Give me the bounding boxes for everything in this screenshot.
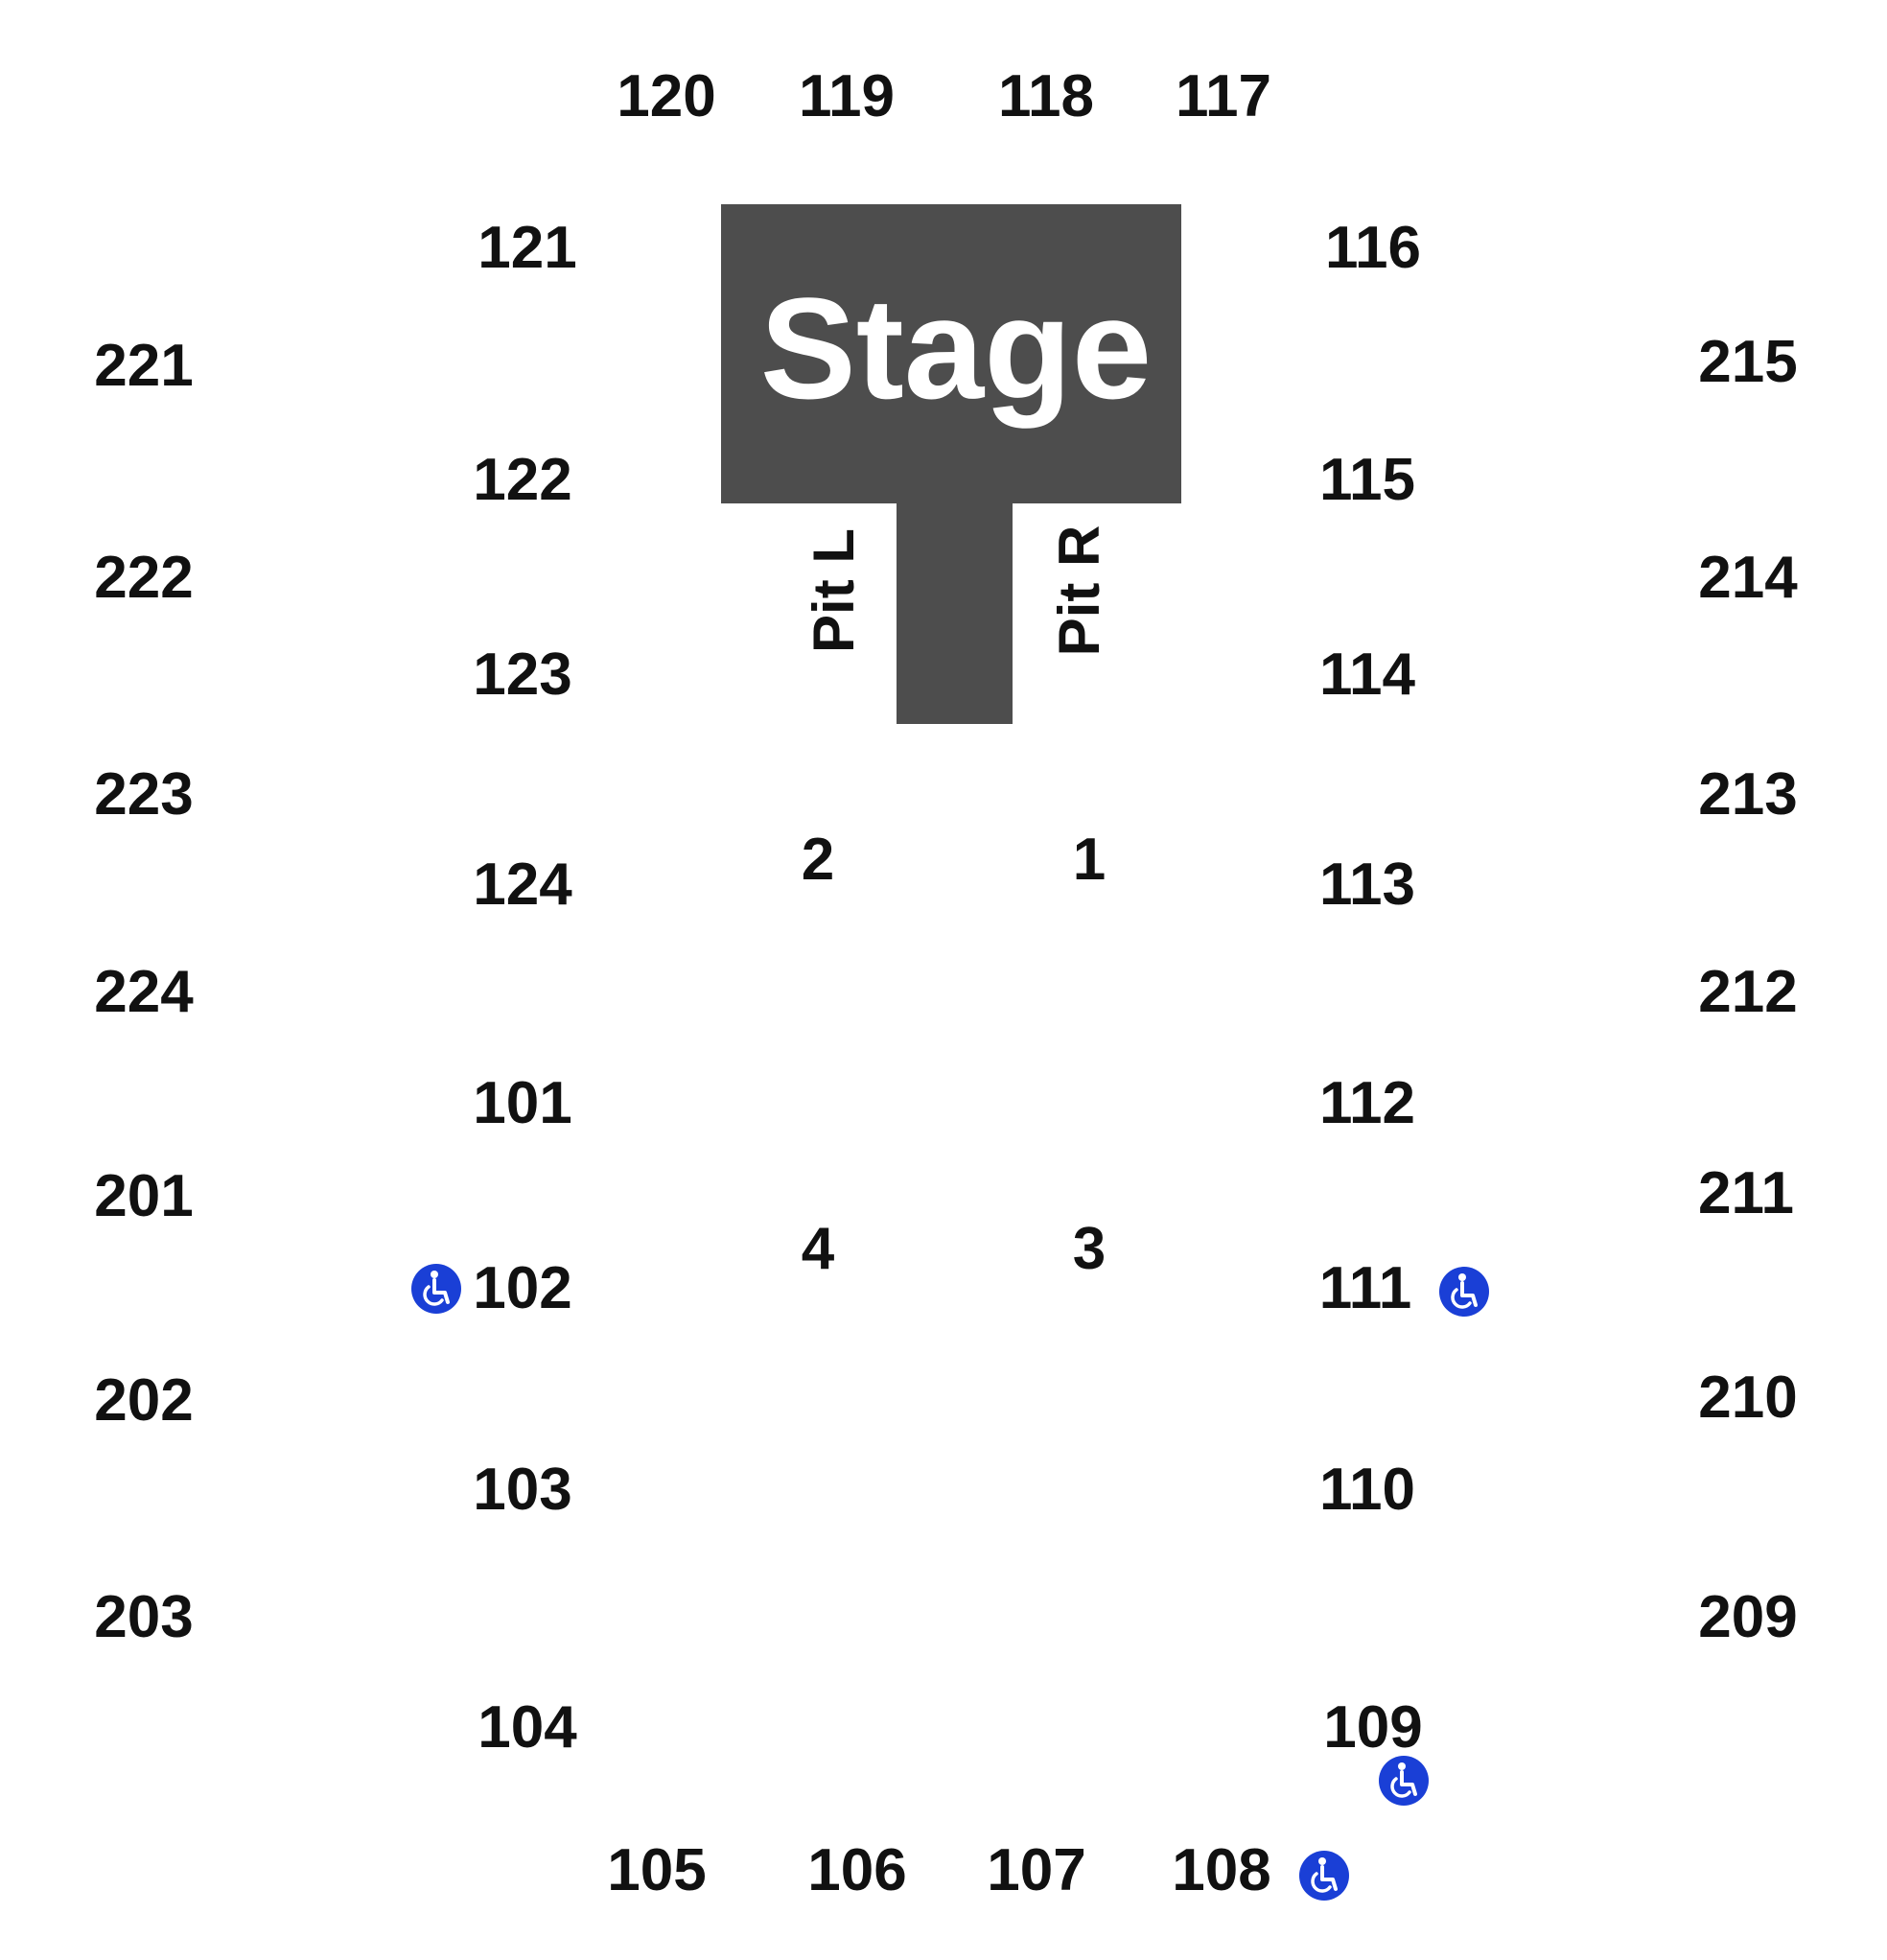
section-101[interactable]: 101 [473,1070,571,1136]
section-213[interactable]: 213 [1698,761,1797,828]
section-224[interactable]: 224 [94,959,194,1025]
stage-label: Stage [760,268,1152,429]
floor-section-2[interactable]: 2 [802,827,834,893]
section-202[interactable]: 202 [94,1367,193,1434]
pit-left-label[interactable]: Pit L [802,528,866,653]
section-115[interactable]: 115 [1319,447,1415,513]
section-212[interactable]: 212 [1698,959,1797,1025]
section-112[interactable]: 112 [1319,1070,1415,1136]
section-221[interactable]: 221 [94,333,193,399]
section-209[interactable]: 209 [1698,1584,1797,1650]
section-124[interactable]: 124 [473,852,572,918]
section-201[interactable]: 201 [94,1163,193,1229]
section-110[interactable]: 110 [1319,1457,1415,1523]
section-211[interactable]: 211 [1698,1160,1794,1226]
section-113[interactable]: 113 [1319,852,1415,918]
section-106[interactable]: 106 [807,1837,906,1903]
section-210[interactable]: 210 [1698,1365,1797,1431]
section-119[interactable]: 119 [799,63,895,129]
floor-section-3[interactable]: 3 [1073,1216,1106,1282]
section-203[interactable]: 203 [94,1584,193,1650]
section-108[interactable]: 108 [1172,1837,1270,1903]
section-114[interactable]: 114 [1319,642,1416,708]
wheelchair-icon [1437,1265,1491,1318]
section-102[interactable]: 102 [473,1255,571,1321]
wheelchair-icon [409,1262,463,1316]
section-107[interactable]: 107 [987,1837,1085,1903]
section-215[interactable]: 215 [1698,329,1797,395]
pit-right-label[interactable]: Pit R [1047,525,1111,657]
section-120[interactable]: 120 [617,63,715,129]
section-116[interactable]: 116 [1325,215,1421,281]
section-214[interactable]: 214 [1698,545,1798,611]
floor-section-1[interactable]: 1 [1073,827,1106,893]
wheelchair-icon [1377,1754,1431,1808]
section-109[interactable]: 109 [1323,1694,1422,1761]
section-223[interactable]: 223 [94,761,193,828]
section-118[interactable]: 118 [998,63,1094,129]
section-104[interactable]: 104 [478,1694,577,1761]
section-122[interactable]: 122 [473,447,571,513]
section-103[interactable]: 103 [473,1457,571,1523]
floor-section-4[interactable]: 4 [802,1216,835,1282]
section-105[interactable]: 105 [607,1837,706,1903]
section-111[interactable]: 111 [1319,1255,1412,1321]
wheelchair-icon [1297,1849,1351,1902]
section-121[interactable]: 121 [478,215,576,281]
section-222[interactable]: 222 [94,545,193,611]
section-123[interactable]: 123 [473,642,571,708]
section-117[interactable]: 117 [1176,63,1271,129]
stage-block[interactable] [721,204,1181,724]
